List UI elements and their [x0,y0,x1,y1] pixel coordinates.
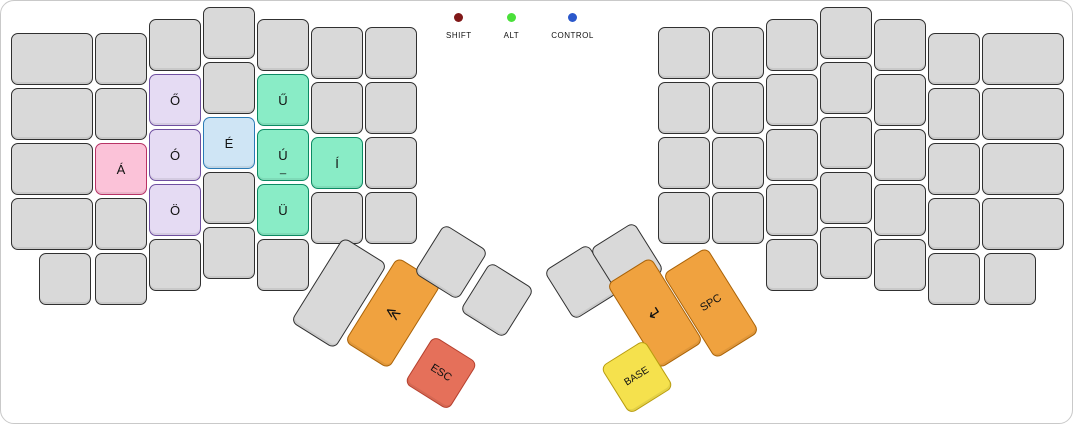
key-blank[interactable] [984,253,1036,305]
key-legend-text: BASE [622,364,651,389]
key-blank[interactable] [874,129,926,181]
key-blank[interactable] [365,82,417,134]
key-blank[interactable] [39,253,91,305]
key-legend-text: Í [335,155,339,171]
legend-label: SHIFT [446,31,472,40]
key-blank[interactable] [203,7,255,59]
key-u-acute[interactable]: Ú_ [257,129,309,181]
key-blank[interactable] [149,239,201,291]
key-blank[interactable] [712,137,764,189]
key-blank[interactable] [203,227,255,279]
key-blank[interactable] [149,19,201,71]
key-blank[interactable] [766,184,818,236]
key-blank[interactable] [203,62,255,114]
key-blank[interactable] [311,82,363,134]
modifier-legend: SHIFT ALT CONTROL [446,13,594,40]
key-blank[interactable] [95,88,147,140]
key-blank[interactable] [820,62,872,114]
key-blank[interactable] [766,129,818,181]
key-sub-legend: _ [279,163,287,175]
key-e-acute[interactable]: É [203,117,255,169]
key-blank[interactable] [874,239,926,291]
shift-dot-icon [454,13,464,22]
key-blank[interactable] [257,239,309,291]
legend-item-alt: ALT [504,13,520,40]
key-blank[interactable] [95,253,147,305]
key-blank[interactable] [712,82,764,134]
key-legend-text: Ö [169,202,181,218]
key-legend-text: Ó [169,147,181,163]
key-o-double-acute[interactable]: Ő [149,74,201,126]
legend-label: ALT [503,31,520,40]
key-blank[interactable] [874,19,926,71]
key-blank[interactable] [766,239,818,291]
key-blank[interactable] [658,192,710,244]
key-blank[interactable] [712,192,764,244]
key-blank[interactable] [928,33,980,85]
key-u-double-acute[interactable]: Ű [257,74,309,126]
key-blank[interactable] [820,172,872,224]
key-blank[interactable] [928,253,980,305]
key-blank[interactable] [658,137,710,189]
key-blank[interactable] [95,33,147,85]
key-blank[interactable] [874,184,926,236]
key-blank[interactable] [658,27,710,79]
key-blank[interactable] [982,143,1064,195]
key-blank[interactable] [982,198,1064,250]
key-blank[interactable] [766,74,818,126]
key-blank[interactable] [11,88,93,140]
key-legend-text: Ü [278,202,288,218]
legend-item-shift: SHIFT [446,13,472,40]
key-blank[interactable] [982,88,1064,140]
key-legend-text: SPC [697,291,724,314]
key-blank[interactable] [203,172,255,224]
key-blank[interactable] [311,192,363,244]
key-blank[interactable] [928,143,980,195]
key-blank[interactable] [766,19,818,71]
legend-label: CONTROL [551,31,594,40]
key-blank[interactable] [820,117,872,169]
key-u-umlaut[interactable]: Ü [257,184,309,236]
key-o-acute[interactable]: Ó [149,129,201,181]
key-legend-text: Ő [169,92,181,108]
key-legend-text: É [224,135,234,151]
key-blank[interactable] [11,198,93,250]
key-blank[interactable] [874,74,926,126]
key-legend-text: ≪ [381,301,405,325]
legend-item-control: CONTROL [551,13,594,40]
key-legend-text: ESC [428,361,455,384]
control-dot-icon [568,13,577,22]
key-blank[interactable] [658,82,710,134]
key-blank[interactable] [11,143,93,195]
key-legend-text: Ű [278,92,288,108]
key-esc[interactable]: ESC [404,335,478,411]
key-blank[interactable] [95,198,147,250]
key-o-umlaut[interactable]: Ö [149,184,201,236]
key-i-acute[interactable]: Í [311,137,363,189]
key-blank[interactable] [11,33,93,85]
key-blank[interactable] [365,137,417,189]
key-blank[interactable] [311,27,363,79]
key-legend-text: Á [116,161,126,177]
key-blank[interactable] [365,27,417,79]
key-blank[interactable] [712,27,764,79]
key-blank[interactable] [820,227,872,279]
key-blank[interactable] [257,19,309,71]
key-legend-text: Ú [278,147,288,163]
key-blank[interactable] [982,33,1064,85]
key-legend-text: ↵ [643,301,667,325]
key-a-acute[interactable]: Á [95,143,147,195]
key-blank[interactable] [928,88,980,140]
key-blank[interactable] [365,192,417,244]
key-blank[interactable] [928,198,980,250]
alt-dot-icon [506,13,516,22]
key-blank[interactable] [820,7,872,59]
